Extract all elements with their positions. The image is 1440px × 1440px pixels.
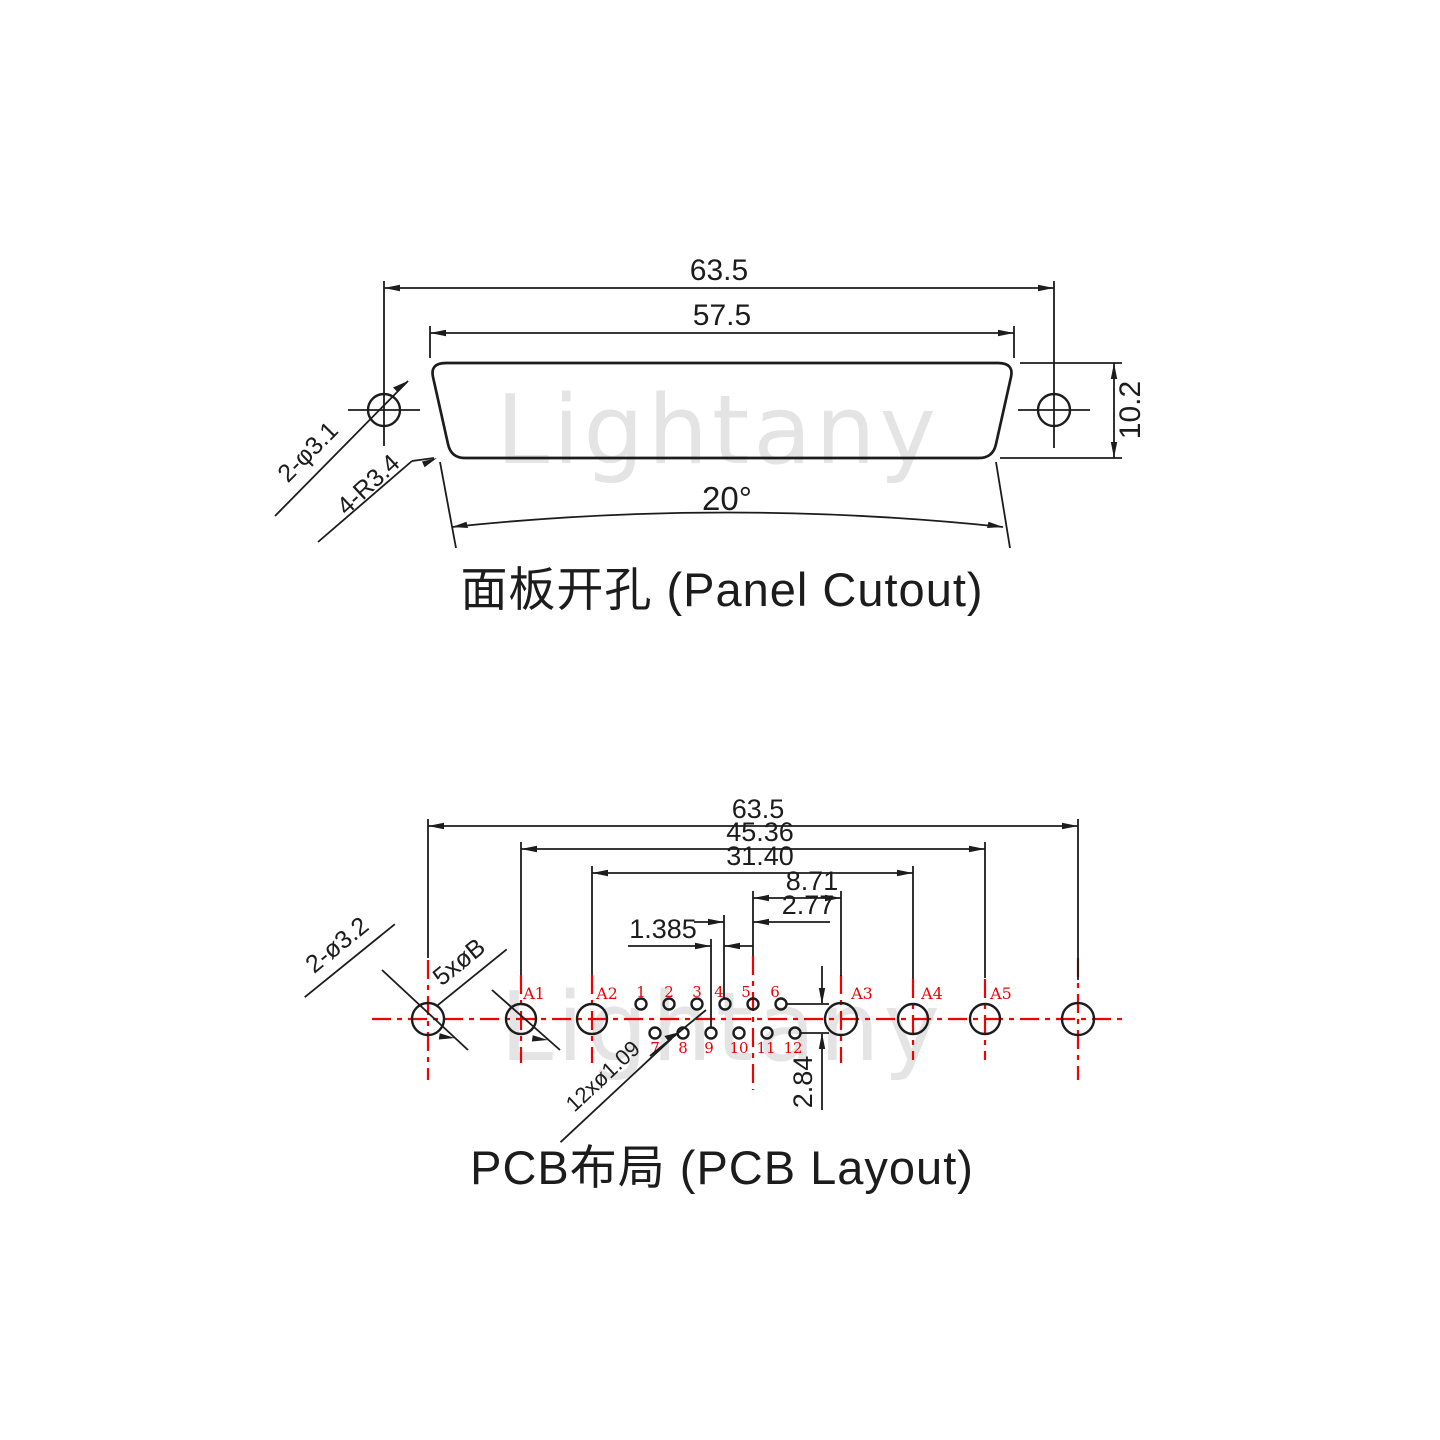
dim-text-a1-a5: 45.36 [726, 817, 794, 847]
panel-cutout-title: 面板开孔 (Panel Cutout) [460, 563, 983, 616]
hole-labels: A1 A2 A3 A4 A5 [522, 984, 1012, 1003]
dim-inner-width: 57.5 [429, 299, 1015, 358]
pin-1 [634, 997, 648, 1011]
label-a1: A1 [522, 984, 545, 1003]
dim-angle: 20° [439, 461, 1011, 549]
dim-text-outer-width: 63.5 [690, 254, 748, 287]
pin-9 [704, 1026, 718, 1040]
dim-text-row-spacing: 2.84 [788, 1056, 818, 1109]
pin-6 [774, 997, 788, 1011]
pcb-layout-title: PCB布局 (PCB Layout) [470, 1141, 974, 1194]
label-a5: A5 [989, 984, 1012, 1003]
pcb-holes [410, 1001, 1096, 1037]
label-text-mount-holes-top: 2-φ3.1 [272, 416, 344, 488]
label-text-corner-radius: 4-R3.4 [331, 449, 405, 521]
dim-pin-pitch: 2.77 [694, 890, 834, 999]
dim-a1-a5: 45.36 [520, 817, 986, 978]
label-corner-radius: 4-R3.4 [317, 449, 437, 543]
label-a3: A3 [850, 984, 873, 1003]
dim-text-angle: 20° [702, 480, 752, 517]
label-pin-9: 9 [704, 1039, 714, 1057]
label-pin-4: 4 [714, 983, 724, 1001]
dim-text-a2-a4: 31.40 [726, 841, 794, 871]
cutout-outline [431, 361, 1013, 460]
dim-row-spacing: 2.84 [787, 966, 829, 1110]
pin-5 [746, 997, 760, 1011]
label-pin-10: 10 [729, 1039, 748, 1057]
label-pin-7: 7 [650, 1039, 660, 1057]
watermark-top: Lightany [496, 376, 940, 486]
hole-a1 [504, 1002, 538, 1036]
dim-overall: 63.5 [427, 794, 1079, 980]
dim-text-center-a3: 8.71 [786, 866, 839, 896]
label-pin-11: 11 [756, 1039, 775, 1057]
label-text-mount-holes-pcb: 2-ø3.2 [300, 912, 374, 979]
dim-text-overall: 63.5 [732, 794, 785, 824]
pin-number-labels: 1 2 3 4 5 6 7 8 9 10 11 12 [636, 983, 802, 1057]
pcb-layout-drawing: 63.5 45.36 31.40 8.71 [300, 794, 1124, 1194]
pin-4 [718, 997, 732, 1011]
dim-height: 10.2 [1000, 362, 1147, 459]
hole-a4 [896, 1002, 930, 1036]
label-pin-6: 6 [770, 983, 780, 1001]
dim-text-inner-width: 57.5 [693, 299, 751, 332]
pin-10 [732, 1026, 746, 1040]
label-pin-8: 8 [678, 1039, 688, 1057]
pin-7 [648, 1026, 662, 1040]
label-pin-3: 3 [692, 983, 702, 1001]
centerlines [372, 956, 1124, 1090]
dim-a2-a4: 31.40 [591, 841, 914, 979]
label-pin-12: 12 [783, 1039, 802, 1057]
watermark-bottom: Lightany [500, 973, 944, 1083]
hole-a3 [823, 1001, 859, 1037]
label-pin-5: 5 [741, 983, 751, 1001]
pin-2 [662, 997, 676, 1011]
label-pin-1: 1 [636, 983, 646, 1001]
dim-row-offset: 1.385 [628, 914, 753, 1027]
mount-hole-right [1018, 392, 1090, 428]
hole-a5 [968, 1002, 1002, 1036]
dim-outer-width: 63.5 [383, 254, 1055, 448]
pin-12 [788, 1026, 802, 1040]
pin-3 [690, 997, 704, 1011]
mount-hole-left-pcb [410, 1001, 446, 1037]
label-pin-2: 2 [664, 983, 674, 1001]
label-a4: A4 [920, 984, 943, 1003]
mount-hole-left [348, 392, 420, 428]
hole-a2 [575, 1002, 609, 1036]
label-a2: A2 [595, 984, 618, 1003]
dim-text-row-offset: 1.385 [629, 914, 697, 944]
dim-text-height: 10.2 [1114, 381, 1147, 439]
mount-hole-right-pcb [1060, 1001, 1096, 1037]
dim-center-a3: 8.71 [752, 866, 842, 976]
pin-11 [760, 1026, 774, 1040]
label-text-coax-holes: 5xøB [428, 933, 491, 991]
dim-text-pin-pitch: 2.77 [782, 890, 835, 920]
